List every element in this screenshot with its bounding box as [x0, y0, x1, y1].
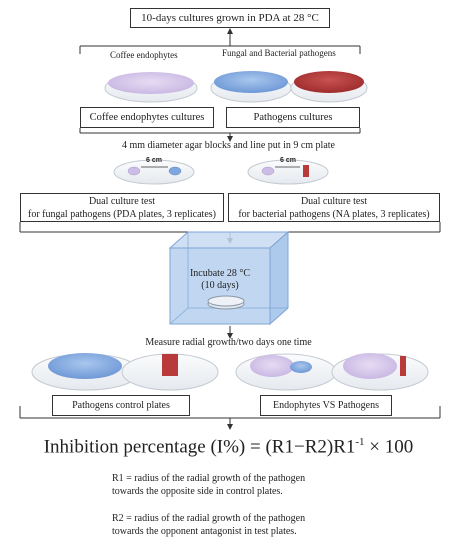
- incubate-text: Incubate 28 °C (10 days): [170, 268, 270, 292]
- dish-fungal-pathogen: [210, 71, 292, 103]
- coffee-endophytes-label: Coffee endophytes: [110, 50, 178, 60]
- r2-line1: R2 = radius of the radial growth of the …: [112, 513, 306, 524]
- dish-dual-bacterial: [247, 159, 329, 185]
- incubator-cube: [168, 230, 290, 326]
- coffee-endophytes-cultures-text: Coffee endophytes cultures: [89, 112, 205, 123]
- formula-exponent: -1: [355, 436, 365, 448]
- dual-fungal-line2: for fungal pathogens (PDA plates, 3 repl…: [27, 209, 216, 220]
- dish-dual-fungal: [113, 159, 195, 185]
- connector-cultures: [79, 128, 361, 142]
- top-culture-text: 10-days cultures grown in PDA at 28 °C: [141, 12, 319, 24]
- dish-coffee-endophytes: [104, 72, 198, 103]
- inhibition-formula: Inhibition percentage (I%) = (R1−R2)R1-1…: [0, 436, 457, 458]
- pathogens-label: Fungal and Bacterial pathogens: [222, 48, 336, 58]
- coffee-endophytes-cultures-box: Coffee endophytes cultures: [80, 107, 214, 128]
- endophytes-vs-pathogens-box: Endophytes VS Pathogens: [260, 395, 392, 416]
- dish-control-bacterial: [121, 353, 219, 391]
- dual-fungal-line1: Dual culture test: [88, 196, 156, 207]
- dual-bacterial-line1: Dual culture test: [300, 196, 368, 207]
- formula-tail: × 100: [364, 436, 414, 458]
- agar-blocks-text: 4 mm diameter agar blocks and line put i…: [122, 140, 335, 151]
- dual-culture-bacterial-box: Dual culture test for bacterial pathogen…: [228, 193, 440, 222]
- pathogens-cultures-box: Pathogens cultures: [226, 107, 360, 128]
- r2-line2: towards the opponent antagonist in test …: [112, 526, 297, 537]
- dish-test-bacterial: [331, 353, 429, 391]
- r1-line1: R1 = radius of the radial growth of the …: [112, 473, 306, 484]
- r2-definition: R2 = radius of the radial growth of the …: [112, 512, 305, 538]
- distance-label-fungal: 6 cm: [146, 157, 162, 164]
- top-culture-box: 10-days cultures grown in PDA at 28 °C: [130, 8, 330, 28]
- distance-label-bacterial: 6 cm: [280, 157, 296, 164]
- dual-bacterial-line2: for bacterial pathogens (NA plates, 3 re…: [238, 209, 430, 220]
- connector-results: [19, 406, 441, 430]
- endophytes-vs-pathogens-text: Endophytes VS Pathogens: [273, 400, 379, 411]
- dish-bacterial-pathogen: [290, 71, 368, 103]
- dish-test-fungal: [235, 353, 337, 391]
- pathogens-control-text: Pathogens control plates: [72, 400, 170, 411]
- connector-top: [79, 28, 361, 54]
- dual-culture-fungal-box: Dual culture test for fungal pathogens (…: [20, 193, 224, 222]
- incubate-line1: Incubate 28 °C: [189, 268, 251, 279]
- incubate-line2: (10 days): [201, 280, 239, 291]
- r1-line2: towards the opposite side in control pla…: [112, 486, 283, 497]
- dish-control-fungal: [31, 353, 141, 391]
- formula-main: Inhibition percentage (I%) = (R1−R2)R1: [43, 436, 356, 458]
- pathogens-cultures-text: Pathogens cultures: [253, 112, 333, 123]
- r1-definition: R1 = radius of the radial growth of the …: [112, 472, 305, 498]
- pathogens-control-box: Pathogens control plates: [52, 395, 190, 416]
- measure-text: Measure radial growth/two days one time: [145, 337, 312, 348]
